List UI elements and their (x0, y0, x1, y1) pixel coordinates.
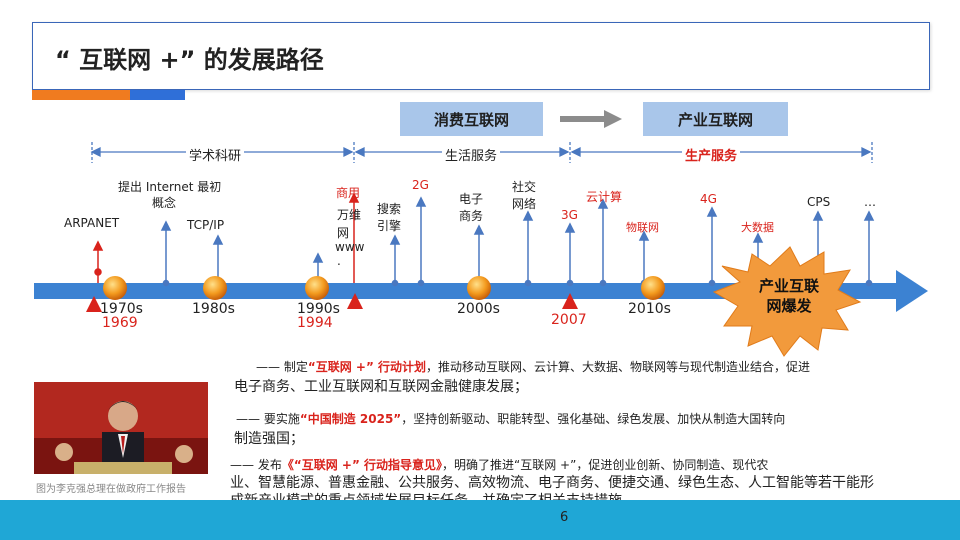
red-event-arrows (92, 192, 360, 283)
photo-caption: 图为李克强总理在做政府工作报告 (36, 484, 186, 495)
footer-bar (0, 500, 960, 540)
policy1-line2: 电子商务、工业互联网和互联网金融健康发展； (234, 379, 528, 395)
event-commercial: 商用 (336, 186, 361, 200)
stage-life-label: 生活服务 (442, 145, 501, 164)
policy3-line2: 业、智慧能源、普惠金融、公共服务、高效物流、电子商务、便捷交通、绿色生态、人工智… (230, 475, 874, 491)
decade-2010s: 2010s (628, 301, 671, 317)
policy2-line1: —— 要实施“中国制造 2025”，坚持创新驱动、职能转型、强化基础、绿色发展、… (236, 412, 786, 426)
event-internet-line2: 概念 (152, 196, 177, 210)
event-arpanet: ARPANET (64, 216, 120, 230)
event-search-2: 引擎 (377, 219, 402, 233)
decade-2000s: 2000s (457, 301, 500, 317)
year-1969: 1969 (102, 315, 138, 331)
burst-line2: 网爆发 (766, 297, 812, 315)
phase-industrial-internet: 产业互联网 (643, 102, 788, 136)
event-2g: 2G (412, 178, 429, 192)
event-4g: 4G (700, 192, 717, 206)
decade-1990s: 1990s (297, 301, 340, 317)
year-1994: 1994 (297, 315, 333, 331)
stage-production-label: 生产服务 (682, 145, 741, 164)
policy3-line1: —— 发布《“互联网 +” 行动指导意见》，明确了推进“互联网 +”，促进创业创… (230, 458, 769, 472)
event-social-2: 网络 (512, 197, 537, 211)
event-social-1: 社交 (512, 180, 537, 194)
event-www-3: www (335, 240, 365, 254)
year-2007: 2007 (551, 312, 587, 328)
event-tcpip: TCP/IP (187, 218, 225, 232)
industrial-burst-star (712, 246, 862, 357)
event-3g: 3G (561, 208, 578, 222)
premier-photo (34, 382, 208, 474)
event-ecom-1: 电子 (459, 192, 484, 206)
decade-markers (103, 276, 665, 300)
policy2-line2: 制造强国； (234, 431, 304, 447)
phase-transition-arrow (560, 110, 622, 128)
policy1-line1: —— 制定“互联网 +” 行动计划，推动移动互联网、云计算、大数据、物联网等与现… (256, 360, 811, 374)
slide-title: “ 互联网 +” 的发展路径 (55, 46, 324, 74)
event-cloud: 云计算 (586, 190, 623, 204)
title-box (32, 22, 930, 90)
phase-consumer-internet: 消费互联网 (400, 102, 543, 136)
event-bigdata: 大数据 (741, 221, 774, 234)
event-internet-line1: 提出 Internet 最初 (118, 180, 222, 194)
burst-line1: 产业互联 (758, 277, 819, 295)
event-cps: CPS (807, 195, 831, 209)
event-www-4: . (337, 254, 341, 268)
decade-1980s: 1980s (192, 301, 235, 317)
accent-bar-blue (130, 90, 185, 100)
accent-bar-orange (32, 90, 130, 100)
event-iot: 物联网 (626, 221, 659, 234)
decade-1970s: 1970s (100, 301, 143, 317)
stage-academic-label: 学术科研 (186, 145, 245, 164)
burst-label: 产业互联 网爆发 (754, 276, 824, 316)
year-markers (86, 293, 578, 312)
event-www-2: 网 (337, 226, 350, 240)
event-more: … (864, 195, 876, 209)
page-number: 6 (560, 510, 569, 525)
event-search-1: 搜索 (377, 202, 402, 216)
event-ecom-2: 商务 (459, 209, 484, 223)
event-www-1: 万维 (337, 208, 362, 222)
